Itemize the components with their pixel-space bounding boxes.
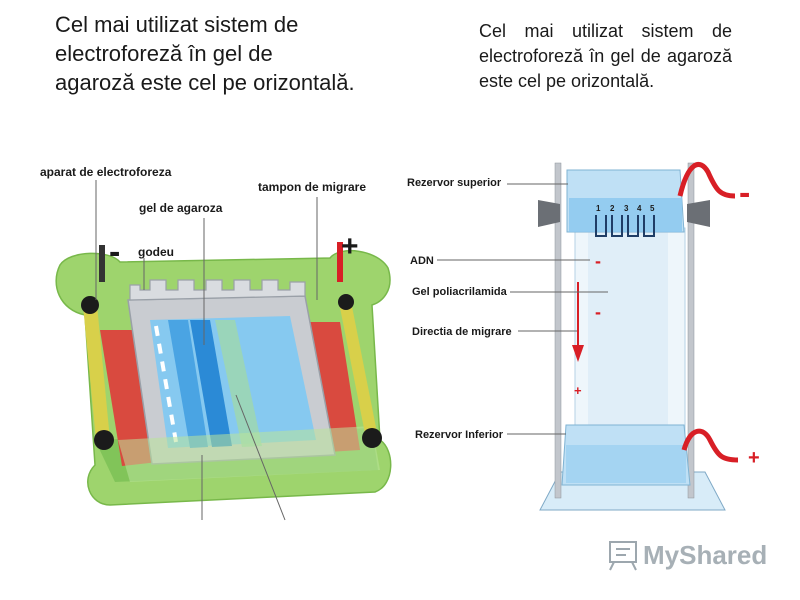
slide-title-left: Cel mai utilizat sistem de electroforeză… — [55, 12, 355, 95]
well-number-4: 4 — [637, 204, 642, 213]
sign-minus-vertical: - — [739, 174, 750, 212]
electrode-knob-right-top — [338, 294, 354, 310]
electrode-rod-left — [83, 298, 110, 447]
gel-plate-inner — [588, 230, 668, 435]
comb — [129, 279, 306, 301]
wells-line — [154, 325, 178, 443]
gel-lane-dark — [190, 320, 232, 447]
vertical-apparatus: 1 2 3 4 5 Rezervor superior ADN Gel poli… — [407, 162, 760, 511]
label-upper-reservoir: Rezervor superior — [407, 177, 502, 189]
clamp-left — [538, 200, 560, 227]
sign-plus-horizontal: + — [341, 230, 359, 263]
well-number-1: 1 — [596, 204, 601, 213]
well-number-5: 5 — [650, 204, 655, 213]
well-number-3: 3 — [624, 204, 629, 213]
gel-lane-green — [215, 320, 262, 447]
charge-plus: + — [574, 383, 582, 398]
label-well: godeu — [138, 245, 174, 259]
clamp-right — [687, 200, 710, 227]
leader-bottom-2 — [235, 394, 286, 521]
well-comb — [595, 215, 655, 237]
sign-plus-vertical: + — [748, 447, 760, 469]
cable-lower — [681, 428, 739, 463]
well-number-2: 2 — [610, 204, 615, 213]
electrode-knob-left-top — [81, 296, 99, 314]
migration-arrow-head — [572, 345, 584, 362]
presentation-icon — [609, 541, 637, 571]
horizontal-apparatus: aparat de electroforeza tampon de migrar… — [40, 165, 392, 521]
slide-title-right: Cel mai utilizat sistem de electroforeză… — [479, 21, 732, 91]
electrode-area-right — [310, 322, 360, 452]
watermark-brand: MyShared — [643, 540, 767, 570]
charge-minus-2: - — [595, 302, 601, 322]
cable-upper — [677, 162, 736, 199]
label-gel-polyacrylamide: Gel poliacrilamida — [412, 286, 508, 298]
label-buffer: tampon de migrare — [258, 180, 366, 194]
gel-lane-mid — [168, 320, 208, 448]
label-apparatus: aparat de electroforeza — [40, 165, 172, 179]
post-right — [687, 162, 695, 499]
sign-minus-horizontal: - — [109, 233, 120, 271]
electrode-area-left — [100, 330, 158, 466]
buffer-overlay — [118, 426, 380, 482]
label-lower-reservoir: Rezervor Inferior — [415, 429, 504, 441]
upper-reservoir-buffer — [569, 198, 682, 232]
electrode-rod-right — [339, 296, 378, 444]
label-direction: Directia de migrare — [412, 326, 512, 338]
electrode-knob-right-bottom — [362, 428, 382, 448]
label-gel: gel de agaroza — [139, 201, 223, 215]
watermark: MyShared — [609, 540, 767, 571]
electrode-knob-left-bottom — [94, 430, 114, 450]
charge-minus-1: - — [595, 251, 601, 271]
lower-reservoir-buffer — [566, 445, 686, 483]
label-dna: ADN — [410, 255, 434, 267]
